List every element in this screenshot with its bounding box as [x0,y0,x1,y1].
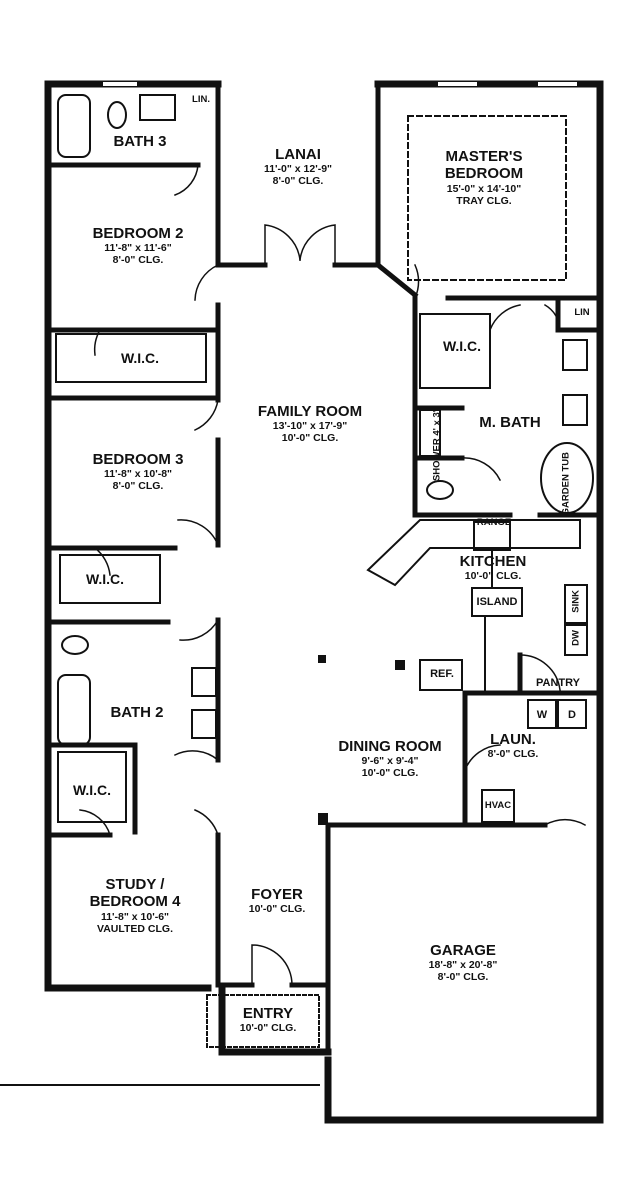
study-label: STUDY / BEDROOM 4 11'-8" x 10'-6" VAULTE… [89,876,181,935]
master-lin-label: LIN [574,307,590,318]
garden-tub-label: GARDEN TUB [560,452,572,516]
fixtures [57,94,594,823]
exterior-walls [44,80,604,1124]
lanai-label: LANAI 11'-0" x 12'-9" 8'-0" CLG. [263,146,333,188]
wic2-label: W.I.C. [85,571,125,587]
dining-room-label: DINING ROOM 9'-6" x 9'-4" 10'-0" CLG. [338,738,442,780]
post-marker-2 [395,660,405,670]
master-bedroom-label: MASTER'S BEDROOM 15'-0" x 14'-10" TRAY C… [444,148,524,207]
sink-label: SINK [570,590,582,613]
bedroom2-label: BEDROOM 2 11'-8" x 11'-6" 8'-0" CLG. [92,225,184,267]
washer-label: W [536,709,548,721]
garage-label: GARAGE 18'-8" x 20'-8" 8'-0" CLG. [428,942,498,984]
bedroom3-label: BEDROOM 3 11'-8" x 10'-8" 8'-0" CLG. [92,451,184,493]
interior-walls [45,81,603,1055]
shower-label: SHOWER 4' x 3' [431,410,443,482]
pantry-label: PANTRY [536,677,580,689]
hvac-label: HVAC [484,800,512,811]
family-room-label: FAMILY ROOM 13'-10" x 17'-9" 10'-0" CLG. [257,403,363,445]
laundry-label: LAUN. 8'-0" CLG. [487,731,539,761]
island-label: ISLAND [476,596,518,608]
entry-label: ENTRY 10'-0" CLG. [239,1005,297,1035]
post-marker-3 [318,813,328,825]
bath3-label: BATH 3 [113,133,167,150]
dw-label: DW [570,630,582,646]
range-label: RANGE [476,517,512,528]
closet-outlines [55,115,567,1048]
dryer-label: D [568,709,576,721]
kitchen-label: KITCHEN 10'-0" CLG. [459,553,527,583]
door-swings [79,164,587,986]
foyer-label: FOYER 10'-0" CLG. [248,886,306,916]
wic1-label: W.I.C. [120,350,160,366]
mbath-label: M. BATH [479,414,541,431]
post-marker [318,655,326,663]
ref-label: REF. [430,668,454,680]
bath3-lin-label: LIN. [192,94,210,105]
master-wic-label: W.I.C. [442,338,482,354]
wic3-label: W.I.C. [72,782,112,798]
bath2-label: BATH 2 [110,704,164,721]
